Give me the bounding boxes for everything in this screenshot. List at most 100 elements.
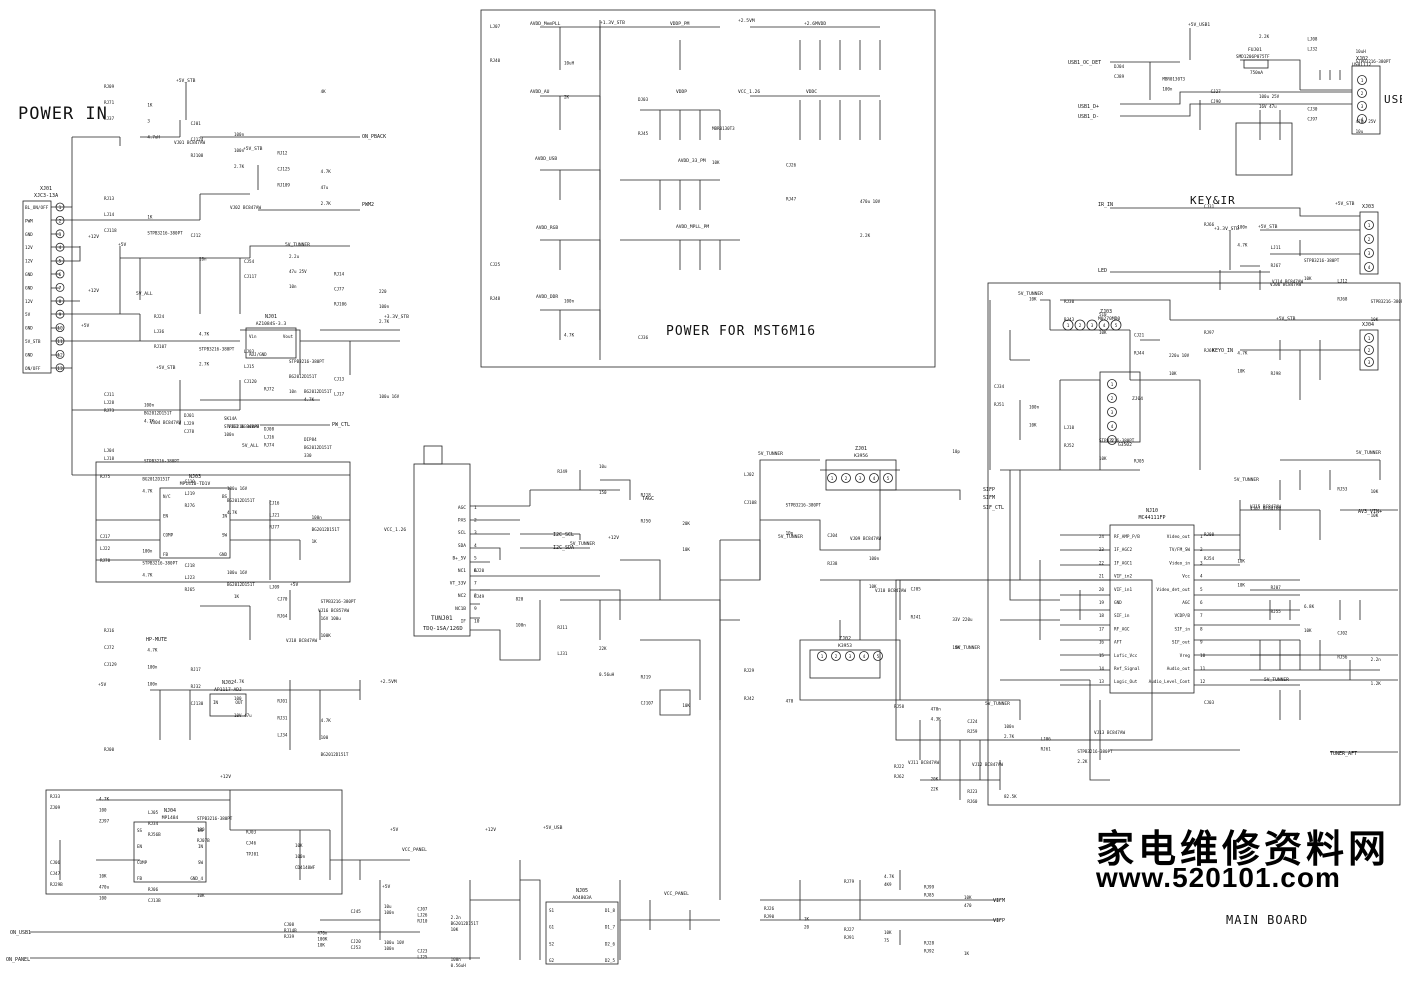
component-label: RJ20 [474, 568, 485, 573]
component-label: CJ25 [490, 262, 501, 267]
transistor-label: VJ15 BC847AW [1250, 504, 1281, 510]
mst-rail-label: VDDC [806, 89, 817, 95]
rail-v12: +12V [88, 288, 99, 294]
rail-v5-stb: +5V_STB [243, 146, 263, 152]
transistor-label: VJ07 BC847AW [1250, 506, 1281, 512]
nj02-pin-label: OUT [235, 700, 243, 705]
zj03-pin-number: 5 [1115, 323, 1118, 329]
component-label: CJ125 [277, 167, 290, 172]
component-label: STPB3216-380PT [197, 816, 233, 821]
rail-v5-tunner: 5V_TUNNER [985, 701, 1010, 707]
component-label: RJ78 [100, 558, 111, 563]
component-label: LJ14 [104, 212, 115, 217]
nj10-pin-number-right: 9 [1200, 640, 1203, 646]
component-label: 4.7K [884, 874, 895, 879]
component-label: 10u [599, 464, 607, 469]
component-label: CJ97 [1307, 117, 1318, 122]
connector-xj01-pin-number: 7 [59, 285, 62, 291]
component-label: LJ12 [1337, 279, 1348, 284]
connector-xj01-pin-label: 12V [25, 299, 33, 305]
component-label: CJ13 [334, 377, 345, 382]
component-label: STPB3216-380PT [786, 503, 822, 508]
usb-connector-pin [1357, 114, 1367, 124]
tuner-pin-number: 6 [474, 568, 477, 574]
component-label: CJ24 [967, 719, 978, 724]
component-label: 100u 16V [227, 486, 248, 491]
component-label: 20K [931, 777, 939, 782]
zj03-pin-number: 4 [1103, 323, 1106, 329]
component-label: CJ04 [827, 533, 838, 538]
component-label: 100u 25V [1259, 94, 1280, 99]
component-label: 10u [1356, 129, 1364, 134]
nj02-pin-label: IN [213, 700, 219, 705]
component-label: RJ22 [894, 764, 905, 769]
component-label: RJ07 [1271, 585, 1282, 590]
component-label: 100n [234, 148, 245, 153]
component-label: RJ24 [154, 314, 165, 319]
nj10-pin-number-left: 15 [1099, 653, 1105, 659]
zj02-body [809, 649, 881, 679]
zj04-pin-number: 5 [1111, 438, 1114, 443]
component-label: 100n [1237, 225, 1248, 230]
component-label: 100n [384, 946, 395, 951]
key-connector-pin-number: 2 [1368, 237, 1371, 243]
nj03-pin-label: SW [222, 533, 228, 538]
tuner-pin-number: 10 [474, 618, 480, 624]
component-label: 10K [1237, 559, 1245, 564]
component-label: LJ31 [557, 651, 568, 656]
zj03-pin [1062, 319, 1074, 331]
component-label: 2.7K [1004, 734, 1015, 739]
key-connector-pin [1364, 248, 1374, 258]
usb-connector-pin [1357, 101, 1367, 111]
component-label: RJ55 [1271, 609, 1282, 614]
connector-xj01-pin-number: 12 [57, 352, 63, 358]
connector-xj01-pin [55, 269, 65, 279]
component-label: LJ17 [334, 392, 345, 397]
tuner-pin-label: SDA [458, 543, 466, 549]
component-label: 16V 100u [321, 616, 342, 621]
component-label: RJ07B [197, 838, 210, 843]
tuner-pin-number: 8 [474, 593, 477, 599]
port-vifm: VIFM [993, 898, 1005, 904]
component-label: 2.2K [1077, 759, 1088, 764]
tuner-pin-label: VT_33V [450, 581, 467, 587]
component-label: RJ17 [191, 667, 202, 672]
component-label: RJ13 [104, 196, 115, 201]
component-label: RJ38 [827, 561, 838, 566]
component-label: 2.7K [199, 362, 210, 367]
component-label: RJ49 [557, 469, 568, 474]
zj01-pin-number: 1 [831, 476, 834, 481]
component-label: 10n [289, 284, 297, 289]
nj10-name: NJ10 [1146, 508, 1158, 514]
port-tagc: TAGC [642, 496, 654, 502]
component-label: RJ109 [277, 183, 290, 188]
nj10-pin-label-left: GND [1114, 600, 1122, 606]
component-label: DJ08 [264, 427, 275, 432]
component-label: STPB3216-380PT [1304, 258, 1340, 263]
component-label: 220u 10V [1169, 353, 1190, 358]
component-label: 4K9 [884, 882, 892, 887]
component-label: 10K [1169, 371, 1177, 376]
component-label: 82.5K [1004, 794, 1017, 799]
nj10-pin-label-left: AFT [1114, 640, 1122, 646]
zj02-pin-number: 5 [877, 654, 880, 659]
nj05-pin-label: S2 [549, 941, 555, 946]
connector-xj01-pin-label: GND [25, 352, 33, 358]
nj02-name: NJ02 [222, 680, 234, 686]
zj01-pin-number: 3 [859, 476, 862, 481]
component-label: CJ53 [351, 945, 362, 950]
component-label: LJ37 [104, 116, 115, 121]
component-label: LJ18 [104, 456, 115, 461]
component-label: 4.7K [142, 489, 153, 494]
component-label: 2.2K [860, 233, 871, 238]
usb-connector-pin-number: 3 [1361, 104, 1364, 110]
mst-power-title: POWER FOR MST6M16 [666, 324, 817, 339]
connector-xj01-pin-label: 12V [25, 259, 33, 265]
zj02-part: K3953 [838, 643, 852, 649]
rail-v25: +2.5VM [738, 18, 755, 24]
transistor-label: VJ01 BC847AW [174, 140, 205, 146]
nj01-pin-label: ADJ/GND [249, 352, 267, 357]
tuner-pin-label: NC1 [458, 568, 466, 574]
rail-v5-stb: +5V_STB [176, 78, 196, 84]
component-label: 220 [379, 289, 387, 294]
